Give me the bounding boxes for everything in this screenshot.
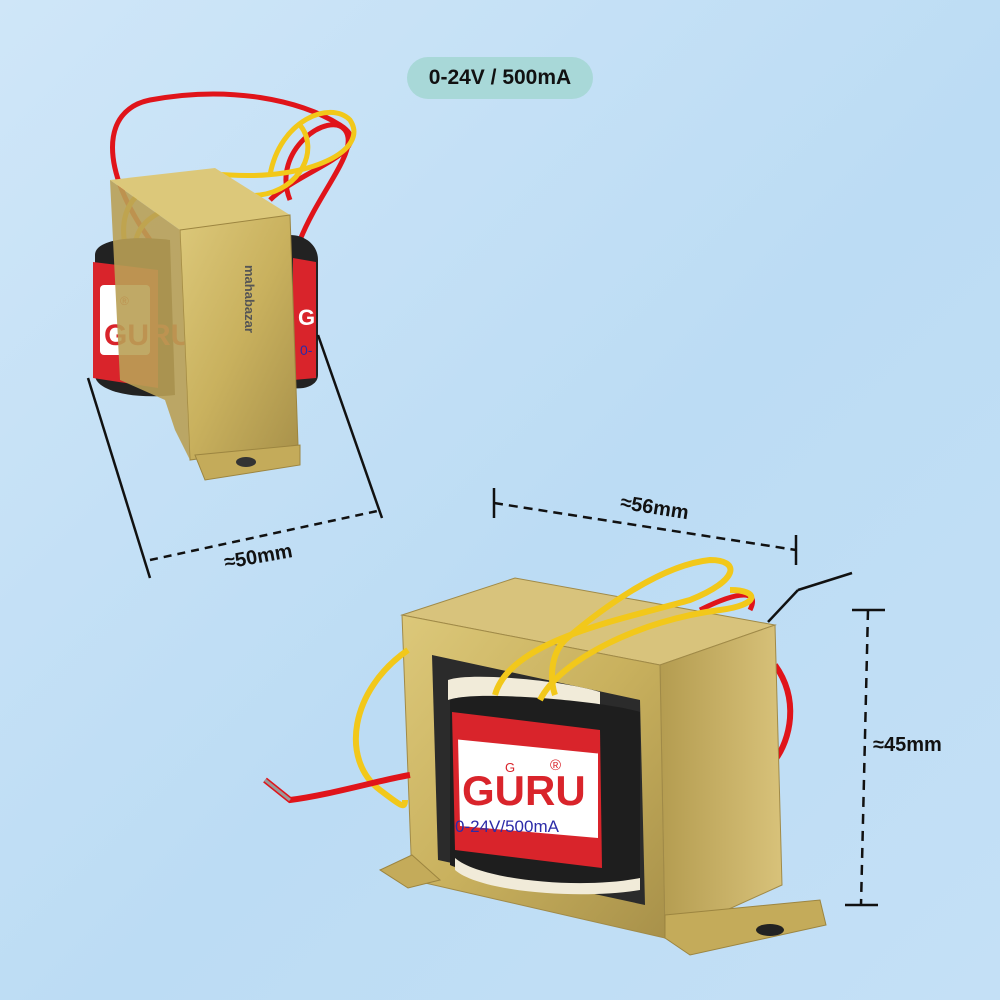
- height-leader-a: [767, 589, 799, 623]
- small-right-brand: G: [298, 305, 315, 330]
- small-red-wire-2: [283, 122, 351, 241]
- large-yellow-wire-top: [492, 556, 734, 696]
- large-foot-left: [378, 854, 442, 889]
- small-frame-top: [110, 168, 290, 230]
- depth-extension-left: [86, 377, 152, 579]
- depth-dashed-line: [149, 508, 383, 562]
- large-transformer: GURU G ® 0-24V/500mA: [263, 556, 827, 956]
- small-frame-front: [179, 214, 299, 461]
- large-label-panel: [458, 738, 598, 838]
- height-label: ≈45mm: [873, 734, 942, 756]
- large-mount-hole: [756, 924, 784, 936]
- watermark-text: mahabazar: [242, 265, 257, 333]
- large-yellow-wire-left: [352, 647, 410, 809]
- large-yellow-wire-top-2: [537, 587, 755, 702]
- small-frame-side: [110, 180, 190, 460]
- width-dimension: [492, 488, 798, 565]
- large-red-wire-back: [772, 663, 794, 762]
- large-red-wire-left: [263, 772, 411, 804]
- large-ground-mark: G: [505, 760, 515, 775]
- voltage-rating-text: 0-24V / 500mA: [428, 66, 572, 89]
- height-dimension: [767, 571, 885, 907]
- height-dashed-line: [859, 609, 870, 906]
- wire-stripped-end: [264, 778, 291, 802]
- width-dashed-line: [493, 501, 797, 552]
- small-transformer: GURU ® G 0- mahabazar: [93, 91, 357, 481]
- depth-extension-right: [316, 334, 384, 519]
- large-frame-side: [659, 624, 783, 939]
- small-mount-hole: [236, 457, 256, 467]
- small-label-partial: 0-: [300, 342, 313, 358]
- small-red-label-right: [293, 258, 316, 380]
- large-brand-text: GURU: [462, 767, 586, 814]
- voltage-rating-badge: 0-24V / 500mA: [407, 57, 593, 99]
- large-red-wire-top: [698, 592, 755, 613]
- depth-dimension: [86, 334, 384, 579]
- large-rating-text: 0-24V/500mA: [455, 817, 560, 836]
- large-label-stripe: [457, 736, 599, 754]
- large-registered-mark: ®: [550, 757, 561, 774]
- height-leader-b: [797, 571, 853, 592]
- large-foot-right: [664, 899, 827, 956]
- large-bobbin-bottom: [455, 858, 640, 895]
